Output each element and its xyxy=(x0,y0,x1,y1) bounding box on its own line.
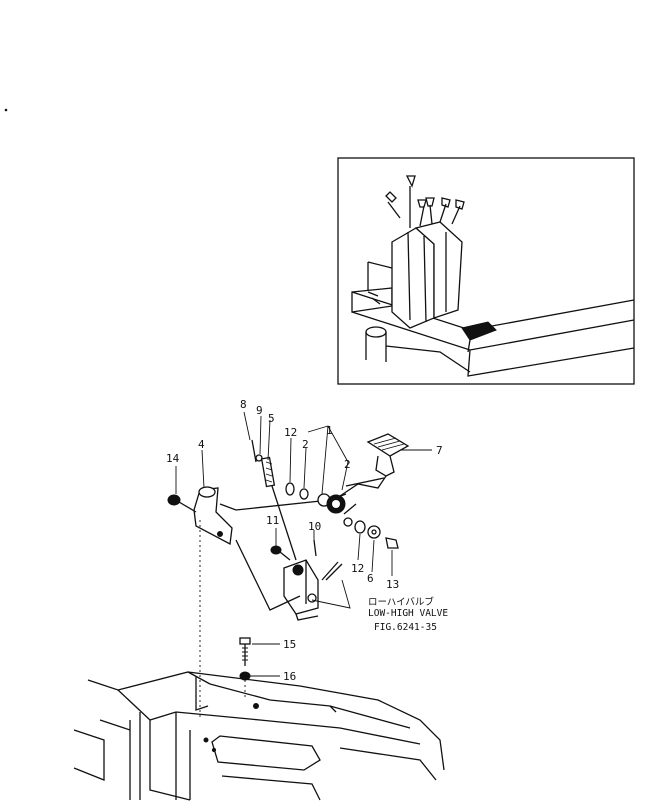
washer-part-2a xyxy=(299,488,309,500)
callout-13: 13 xyxy=(386,578,399,591)
callout-8: 8 xyxy=(240,398,247,411)
captions: ローハイバルブ LOW-HIGH VALVE FIG.6241-35 xyxy=(368,596,448,633)
callout-12b: 12 xyxy=(351,562,364,575)
bolt-part-13 xyxy=(385,537,399,549)
pedal-part-7 xyxy=(366,433,410,457)
callout-9: 9 xyxy=(256,404,263,417)
bolt-part-14 xyxy=(167,494,181,506)
washer-part-12b xyxy=(354,520,366,534)
bolt-part-15 xyxy=(239,637,251,645)
callout-12a: 12 xyxy=(284,426,297,439)
callout-2b: 2 xyxy=(344,458,351,471)
pin-part-8 xyxy=(251,439,257,463)
callout-2a: 2 xyxy=(302,438,309,451)
callout-14: 14 xyxy=(166,452,180,465)
inset-frame xyxy=(337,157,635,385)
callouts: 1 2 2 4 5 6 7 8 9 10 11 12 12 13 14 15 1… xyxy=(166,398,443,683)
bolt-part-11 xyxy=(270,545,282,555)
valve-label-en: LOW-HIGH VALVE xyxy=(368,608,448,619)
callout-11: 11 xyxy=(266,514,279,527)
callout-5: 5 xyxy=(268,412,275,425)
callout-6: 6 xyxy=(367,572,374,585)
callout-7: 7 xyxy=(436,444,443,457)
inset-view xyxy=(337,157,635,385)
spring-part-5 xyxy=(260,456,276,488)
washer-part-12a xyxy=(285,482,295,496)
callout-10: 10 xyxy=(308,520,321,533)
machine-frame xyxy=(73,671,445,801)
part-10 xyxy=(313,539,317,557)
callout-1: 1 xyxy=(326,424,333,437)
rod-part xyxy=(321,561,343,581)
callout-15: 15 xyxy=(283,638,296,651)
figure-number: FIG.6241-35 xyxy=(374,622,437,633)
callout-16: 16 xyxy=(283,670,296,683)
callout-4: 4 xyxy=(198,438,205,451)
exploded-view xyxy=(73,411,445,801)
valve-label-jp: ローハイバルブ xyxy=(368,596,434,608)
washer-part-9 xyxy=(255,454,263,462)
